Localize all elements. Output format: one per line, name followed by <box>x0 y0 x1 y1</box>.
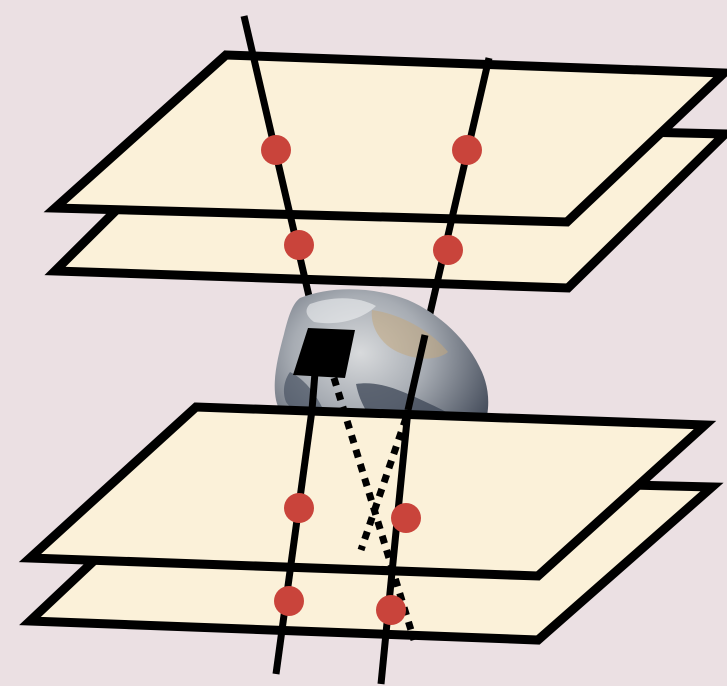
left-track-lower <box>272 409 316 675</box>
right-track-mid <box>404 334 429 411</box>
rock-tan-patch <box>371 310 448 359</box>
hit-dot <box>376 595 406 625</box>
plane-lower-top <box>18 402 717 581</box>
hit-dot <box>284 230 314 260</box>
right-track-lower <box>377 409 412 685</box>
hit-dot <box>261 135 291 165</box>
hit-dot <box>433 235 463 265</box>
left-track-upper <box>240 15 322 336</box>
hit-dot <box>274 586 304 616</box>
hit-dot <box>391 503 421 533</box>
black-square <box>293 328 355 378</box>
plane-upper-top <box>43 50 727 227</box>
right-track-upper <box>421 57 493 336</box>
hit-dot <box>452 135 482 165</box>
hit-dot <box>284 493 314 523</box>
rock-highlight <box>306 298 376 324</box>
